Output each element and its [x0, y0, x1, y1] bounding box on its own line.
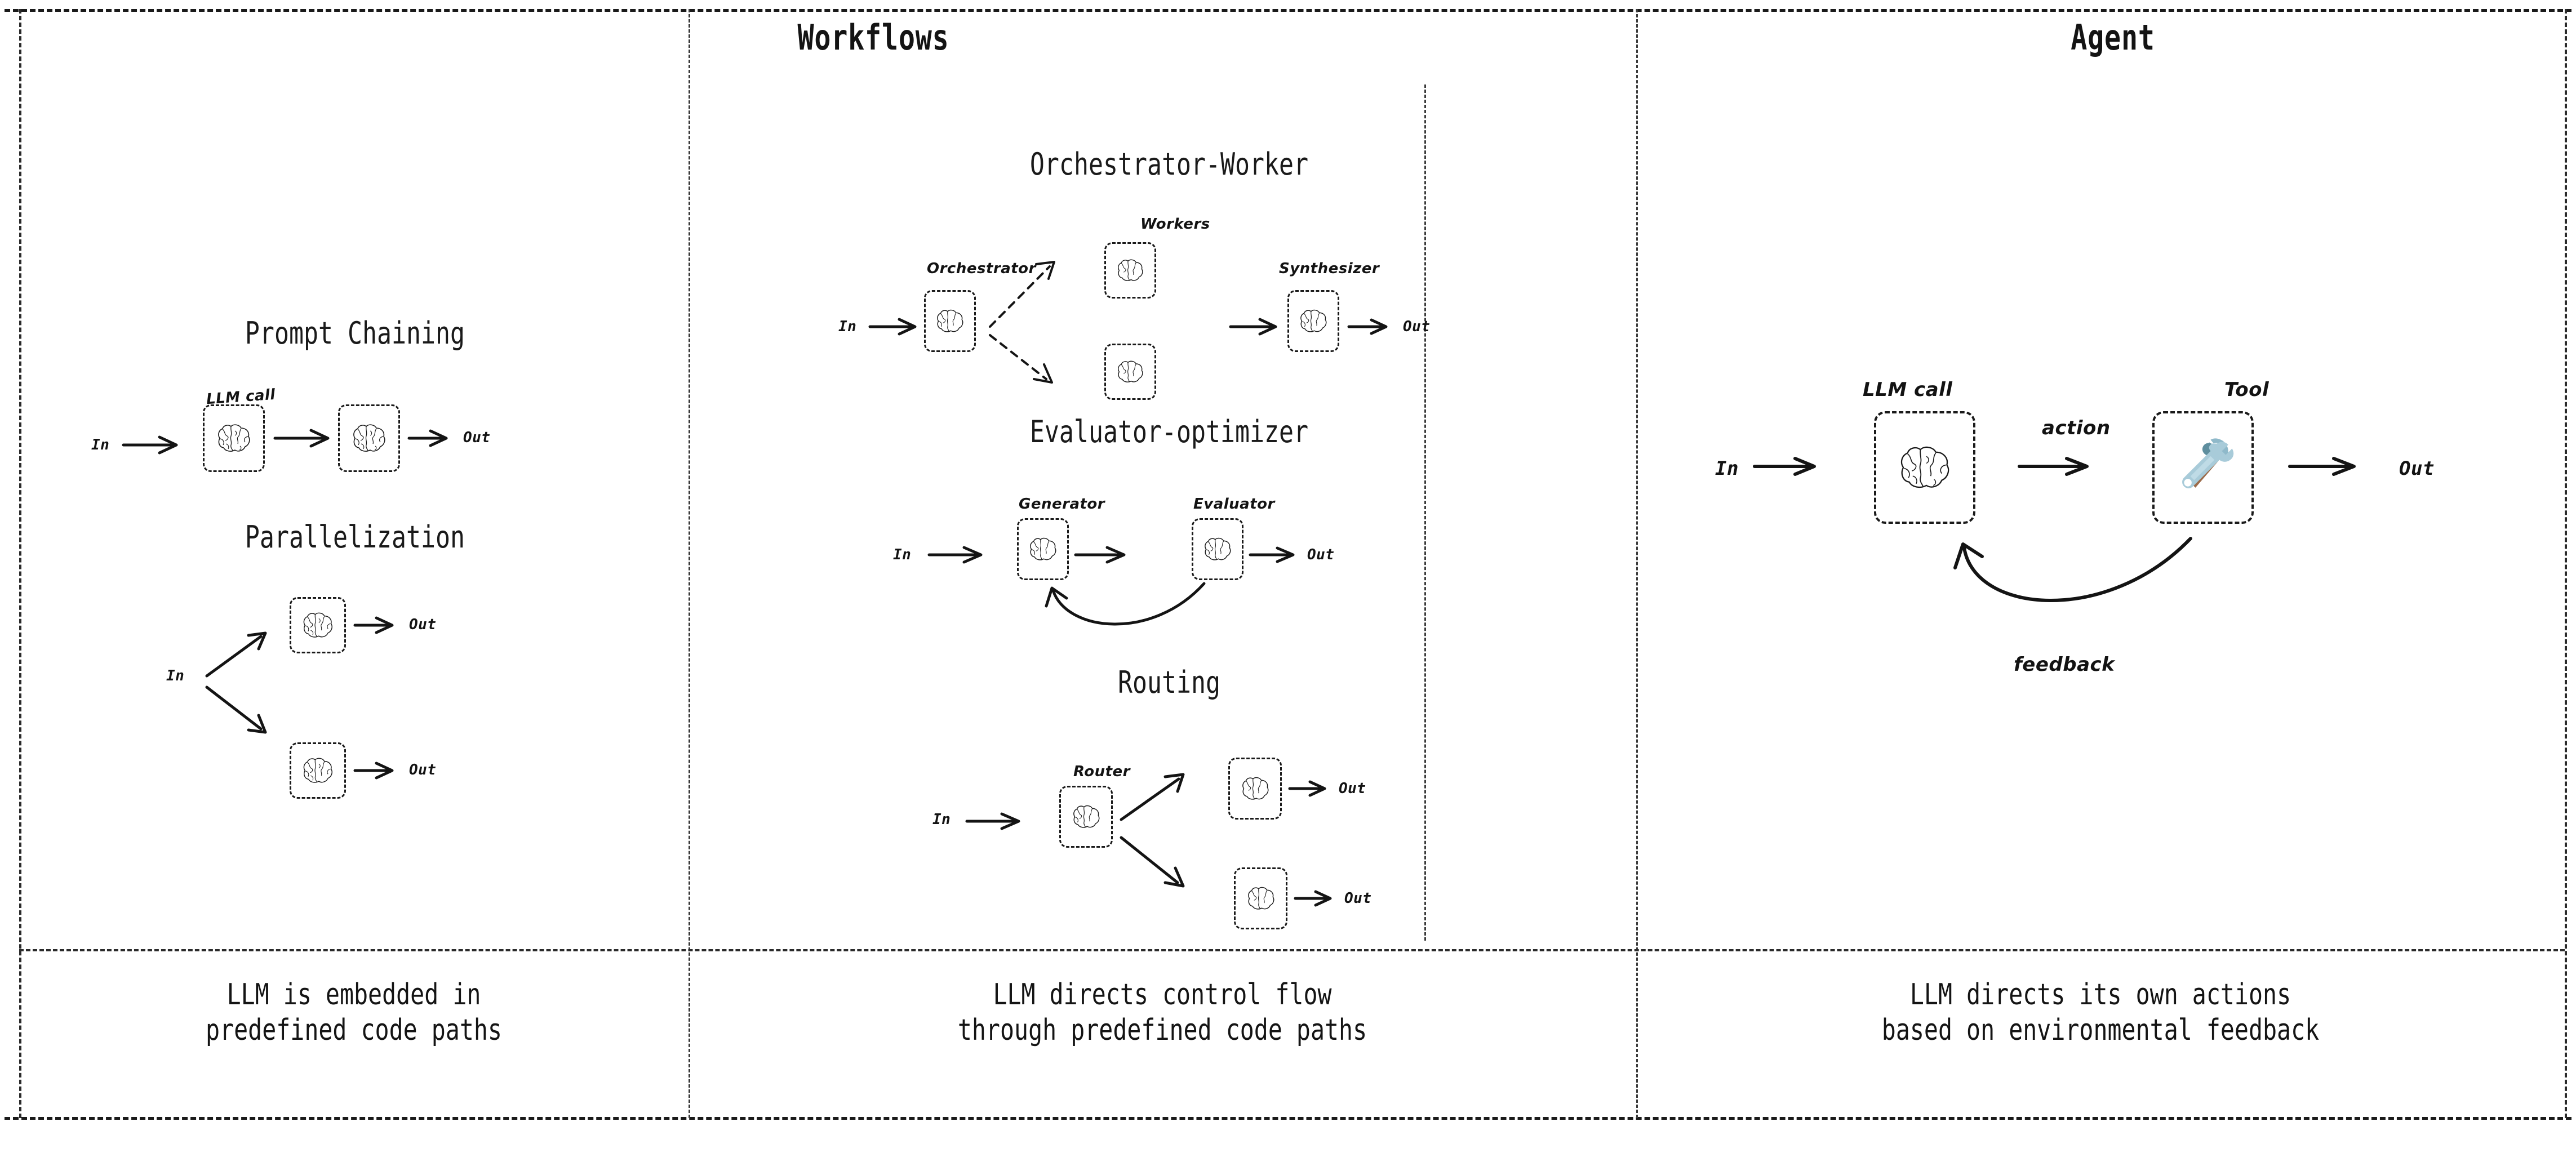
routing-node-bottom [1234, 867, 1287, 929]
prompt-chaining-in-label: In [91, 437, 110, 453]
evaluator-feedback-curve [1045, 582, 1206, 626]
divider-middle-right [1636, 9, 1638, 1118]
prompt-chaining-title: Prompt Chaining [245, 315, 465, 351]
worker-node-bottom [1104, 344, 1156, 400]
prompt-chaining-out-label: Out [463, 429, 491, 446]
arrow-workers-to-synthesizer [1229, 318, 1277, 336]
parallelization-node-bottom [290, 742, 346, 799]
frame-left-border [19, 9, 21, 1118]
brain-icon [1073, 805, 1099, 828]
orchestrator-out-label: Out [1403, 318, 1431, 335]
synthesizer-node [1287, 290, 1339, 352]
agent-tool-label: Tool [2224, 379, 2269, 401]
parallelization-node-top [290, 597, 346, 653]
divider-workflows-inner [1424, 84, 1426, 941]
arrow-in-to-orchestrator [868, 318, 917, 336]
routing-in-label: In [932, 811, 951, 828]
evaluator-node [1192, 518, 1243, 580]
brain-icon [1247, 887, 1274, 910]
workers-label: Workers [1140, 216, 1210, 233]
parallelization-out-top-label: Out [409, 616, 437, 633]
agent-llm-call-label: LLM call [1863, 379, 1953, 401]
arrow-parallel-top-out [353, 616, 394, 634]
frame-bottom-border [5, 1117, 2571, 1120]
evaluator-out-label: Out [1307, 546, 1335, 563]
agent-tool-node [2152, 411, 2254, 524]
agent-feedback-curve [1953, 537, 2192, 602]
arrow-routing-bottom-out [1294, 890, 1332, 907]
agent-out-label: Out [2399, 457, 2435, 480]
arrow-node1-to-node2 [273, 429, 330, 448]
agent-in-label: In [1715, 457, 1739, 480]
arrow-synthesizer-to-out [1347, 318, 1388, 335]
divider-left-middle [689, 9, 690, 1118]
brain-icon [1118, 360, 1143, 382]
agent-llm-call-node [1874, 411, 1975, 524]
brain-icon [1118, 259, 1143, 281]
routing-out-bottom-label: Out [1344, 890, 1372, 907]
arrow-agent-tool-to-out [2288, 457, 2356, 476]
agent-action-label: action [2042, 417, 2111, 439]
brain-icon [353, 424, 385, 452]
generator-label: Generator [1019, 496, 1105, 513]
routing-branch-arrows [1120, 773, 1185, 888]
evaluator-label: Evaluator [1193, 496, 1275, 513]
arrow-generator-to-evaluator [1074, 546, 1126, 564]
agent-feedback-label: feedback [2014, 653, 2115, 676]
caption-separator [19, 949, 2565, 951]
prompt-chaining-node-1 [203, 404, 265, 472]
caption-right-line2: based on environmental feedback [1881, 1013, 2320, 1048]
arrow-agent-llm-to-tool [2018, 457, 2089, 476]
brain-icon [1242, 777, 1268, 800]
caption-left: LLM is embedded in predefined code paths [86, 977, 621, 1049]
brain-icon [303, 758, 332, 783]
frame-right-border [2565, 9, 2567, 1118]
synthesizer-label: Synthesizer [1279, 260, 1380, 277]
routing-out-top-label: Out [1339, 780, 1366, 797]
prompt-chaining-node-2 [338, 404, 400, 472]
arrow-in-to-router [965, 812, 1020, 830]
generator-node [1017, 518, 1069, 580]
brain-icon [937, 309, 963, 332]
caption-middle: LLM directs control flow through predefi… [783, 977, 1542, 1049]
orchestrator-in-label: In [838, 318, 857, 335]
brain-icon [1205, 537, 1231, 560]
parallelization-in-label: In [166, 667, 185, 684]
caption-right-line1: LLM directs its own actions [1909, 978, 2291, 1012]
routing-node-top [1228, 758, 1282, 820]
orchestrator-label: Orchestrator [927, 260, 1036, 277]
brain-icon [1300, 309, 1327, 332]
evaluator-in-label: In [893, 546, 912, 563]
evaluator-optimizer-title: Evaluator-optimizer [1029, 414, 1309, 449]
arrow-parallel-bottom-out [353, 762, 394, 780]
caption-left-line1: LLM is embedded in [226, 978, 481, 1012]
workflows-header: Workflows [797, 17, 949, 58]
brain-icon [218, 424, 250, 452]
routing-title: Routing [1117, 665, 1221, 700]
caption-middle-line2: through predefined code paths [957, 1013, 1367, 1048]
agent-header: Agent [2071, 17, 2155, 58]
orchestrator-node [924, 290, 976, 352]
caption-middle-line1: LLM directs control flow [993, 978, 1332, 1012]
arrow-evaluator-to-out [1249, 546, 1295, 563]
parallelization-out-bottom-label: Out [409, 762, 437, 778]
brain-icon [1030, 537, 1056, 560]
arrow-node2-to-out [407, 429, 448, 447]
brain-icon [303, 612, 332, 638]
caption-left-line2: predefined code paths [206, 1013, 502, 1048]
worker-node-top [1104, 242, 1156, 299]
arrow-in-to-generator [927, 546, 983, 564]
brain-icon [1900, 446, 1949, 488]
caption-right: LLM directs its own actions based on env… [1729, 977, 2472, 1049]
arrow-routing-top-out [1288, 780, 1326, 797]
frame-top-border [5, 9, 2571, 12]
parallelization-title: Parallelization [245, 519, 465, 555]
router-node [1059, 786, 1113, 848]
hammer-and-wrench-icon [2182, 438, 2234, 488]
orchestrator-worker-title: Orchestrator-Worker [1029, 146, 1309, 182]
arrow-in-to-node1 [122, 435, 178, 455]
arrow-agent-in-to-llm [1753, 457, 1816, 476]
router-label: Router [1073, 763, 1130, 780]
